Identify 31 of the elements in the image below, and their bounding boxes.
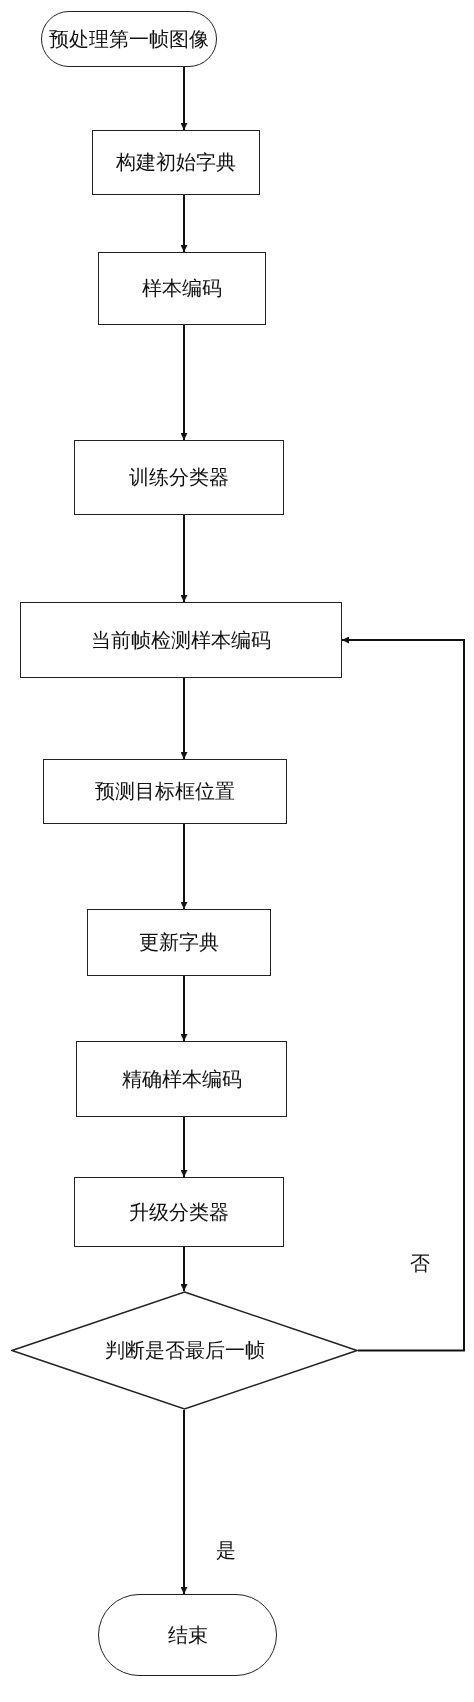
process-box [76,1041,287,1117]
arrow [180,1409,188,1595]
arrow [180,677,188,760]
node-label: 预处理第一帧图像 [49,25,209,53]
process-box [74,1177,284,1247]
arrow [180,1116,188,1178]
node-label: 当前帧检测样本编码 [91,626,271,654]
arrow [341,636,465,1352]
arrow [180,514,188,603]
arrow [180,823,188,910]
node-label: 训练分类器 [129,464,229,491]
process-box [74,440,284,515]
arrow [180,194,188,253]
node-label: 预测目标框位置 [95,778,235,805]
arrow [180,1246,188,1292]
node-label: 升级分类器 [129,1198,229,1226]
process-box [20,602,342,678]
terminal-box [41,11,217,67]
process-box [43,759,287,824]
process-box [87,909,271,976]
node-label: 精确样本编码 [121,1065,242,1093]
process-box [92,130,260,195]
node-label: 构建初始字典 [116,149,236,176]
arrow [180,66,188,131]
node-label: 判断是否最后一帧 [104,1337,265,1364]
node-label: 样本编码 [142,275,222,302]
node-label: 更新字典 [139,929,219,956]
node-label: 结束 [167,1621,208,1649]
arrow [180,975,188,1042]
process-box [98,252,266,325]
arrow [180,324,188,441]
